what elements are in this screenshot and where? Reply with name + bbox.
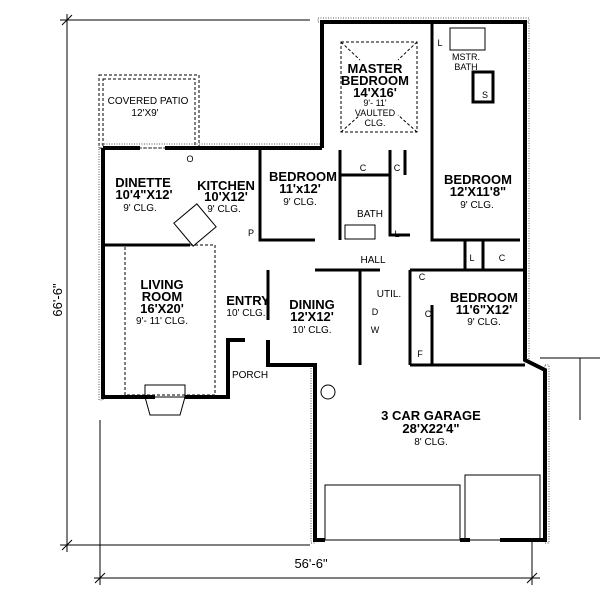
room-bedroom-4: BEDROOM 11'6"X12' 9' CLG.	[450, 290, 518, 328]
svg-text:ROOM: ROOM	[142, 289, 182, 304]
svg-text:12'X9': 12'X9'	[131, 108, 158, 119]
room-hall: HALL	[360, 255, 385, 266]
room-bedroom-2: BEDROOM 11'x12' 9' CLG.	[269, 169, 337, 208]
room-kitchen: KITCHEN 10'X12' 9' CLG.	[197, 178, 255, 215]
svg-text:O: O	[186, 154, 193, 164]
svg-text:9' CLG.: 9' CLG.	[207, 204, 241, 215]
svg-text:C: C	[419, 272, 426, 282]
svg-text:C: C	[360, 163, 367, 173]
svg-text:P: P	[248, 228, 254, 238]
svg-text:14'X16': 14'X16'	[353, 85, 397, 100]
room-utility: UTIL.	[377, 289, 401, 300]
svg-text:16'X20': 16'X20'	[140, 301, 184, 316]
svg-text:MSTR.: MSTR.	[452, 52, 480, 62]
room-porch: PORCH	[232, 370, 268, 381]
svg-text:BEDROOM: BEDROOM	[450, 290, 518, 305]
interior-walls	[103, 22, 525, 367]
room-entry: ENTRY 10' CLG.	[226, 293, 270, 319]
svg-text:BEDROOM: BEDROOM	[444, 172, 512, 187]
svg-text:10' CLG.: 10' CLG.	[292, 325, 331, 336]
garage-door-double	[324, 484, 461, 541]
svg-text:COVERED PATIO: COVERED PATIO	[108, 96, 189, 107]
svg-text:L: L	[437, 38, 442, 48]
overall-depth-label: 66'-6"	[50, 283, 65, 317]
room-bath: BATH	[357, 209, 383, 220]
svg-text:12'X12': 12'X12'	[290, 309, 334, 324]
svg-text:9' CLG.: 9' CLG.	[460, 200, 494, 211]
sink-icon	[173, 203, 217, 247]
shower-icon	[471, 70, 495, 104]
svg-text:10'4"X12': 10'4"X12'	[115, 187, 172, 202]
svg-text:11'x12': 11'x12'	[279, 181, 321, 196]
svg-text:9'- 11' CLG.: 9'- 11' CLG.	[136, 316, 188, 327]
room-master-bath: MSTR. BATH	[452, 52, 480, 72]
svg-text:C: C	[499, 253, 506, 263]
room-master-bedroom: MASTER BEDROOM 14'X16' 9'- 11' VAULTED C…	[341, 61, 409, 128]
svg-text:9' CLG.: 9' CLG.	[467, 317, 501, 328]
svg-text:S: S	[482, 90, 488, 100]
room-garage: 3 CAR GARAGE 28'X22'4" 8' CLG.	[381, 408, 481, 448]
svg-text:MASTER: MASTER	[348, 61, 404, 76]
room-covered-patio: COVERED PATIO 12'X9'	[108, 96, 189, 119]
garage-door-single	[464, 474, 541, 541]
svg-text:L: L	[469, 253, 474, 263]
room-bedroom-3: BEDROOM 12'X11'8" 9' CLG.	[444, 172, 512, 211]
room-living: LIVING ROOM 16'X20' 9'- 11' CLG.	[136, 277, 188, 327]
room-dining: DINING 12'X12' 10' CLG.	[289, 297, 335, 336]
svg-text:W: W	[371, 325, 380, 335]
exterior-walls	[101, 20, 547, 542]
svg-text:9'- 11': 9'- 11'	[363, 98, 387, 108]
fixture-labels: L S O P C C L L C C C D W F	[186, 38, 505, 359]
water-heater-icon	[320, 384, 336, 400]
svg-text:LIVING: LIVING	[140, 277, 183, 292]
svg-text:DINETTE: DINETTE	[115, 175, 171, 190]
svg-text:10' CLG.: 10' CLG.	[226, 308, 265, 319]
bathtub-icon	[449, 27, 486, 51]
svg-text:F: F	[417, 349, 423, 359]
svg-text:3 CAR GARAGE: 3 CAR GARAGE	[381, 408, 481, 423]
dimension-lines	[60, 14, 600, 585]
svg-text:KITCHEN: KITCHEN	[197, 178, 255, 193]
svg-text:VAULTED: VAULTED	[355, 108, 396, 118]
svg-text:10'X12': 10'X12'	[204, 189, 248, 204]
svg-text:L: L	[394, 229, 399, 239]
bathtub-icon	[344, 224, 376, 240]
svg-text:11'6"X12': 11'6"X12'	[456, 302, 512, 317]
svg-text:8' CLG.: 8' CLG.	[414, 437, 448, 448]
svg-text:DINING: DINING	[289, 297, 335, 312]
svg-text:BEDROOM: BEDROOM	[269, 169, 337, 184]
svg-text:28'X22'4": 28'X22'4"	[402, 421, 459, 436]
fireplace	[144, 396, 186, 416]
room-dinette: DINETTE 10'4"X12' 9' CLG.	[115, 175, 172, 214]
svg-text:BEDROOM: BEDROOM	[341, 73, 409, 88]
svg-text:9' CLG.: 9' CLG.	[123, 203, 157, 214]
svg-text:9' CLG.: 9' CLG.	[283, 197, 317, 208]
svg-text:ENTRY: ENTRY	[226, 293, 270, 308]
overall-width-label: 56'-6"	[294, 556, 328, 571]
svg-text:CLG.: CLG.	[364, 118, 385, 128]
svg-text:D: D	[372, 307, 379, 317]
svg-text:C: C	[394, 163, 401, 173]
svg-text:C: C	[425, 309, 432, 319]
svg-text:12'X11'8": 12'X11'8"	[450, 184, 506, 199]
svg-text:BATH: BATH	[454, 62, 477, 72]
